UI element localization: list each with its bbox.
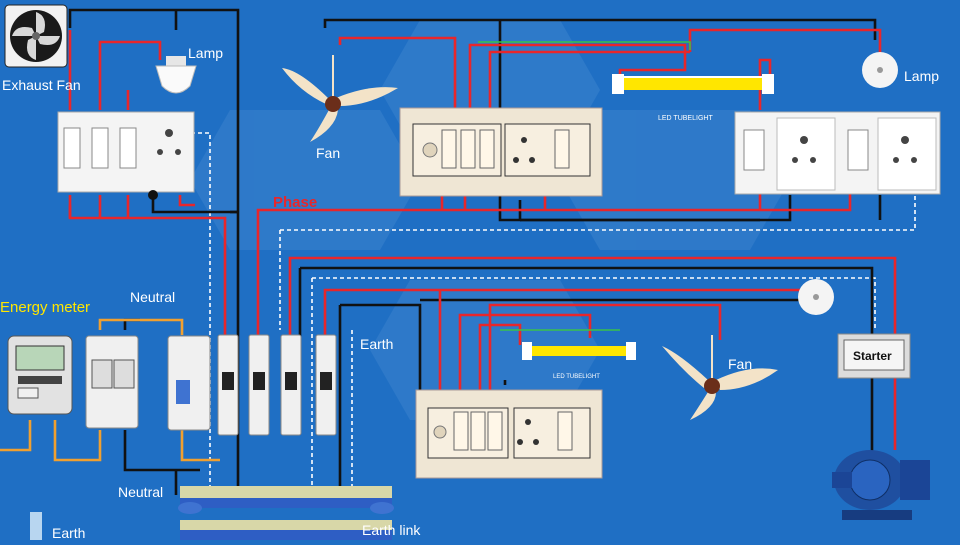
switchboard-right — [734, 111, 941, 195]
earth-wires — [170, 132, 916, 490]
socket-left — [157, 129, 181, 155]
water-pump-motor — [832, 450, 930, 520]
switchboard-center-top — [399, 107, 603, 197]
switch-2 — [91, 127, 109, 169]
rccb — [167, 335, 211, 431]
earth-bus-bar — [180, 520, 392, 540]
mcb-3 — [280, 334, 302, 436]
switch-3 — [119, 127, 137, 169]
ceiling-fan-top — [282, 55, 398, 142]
lamp-right-label: Lamp — [904, 68, 939, 84]
neutral-bottom-label: Neutral — [118, 484, 163, 500]
earth-bottom-label: Earth — [52, 525, 85, 540]
earth-mid-label: Earth — [360, 336, 393, 352]
main-mcb — [85, 335, 139, 429]
starter-label: Starter — [853, 349, 892, 363]
switchboard-center-bottom — [415, 389, 603, 479]
led-tubelight-top-label: LED TUBELIGHT — [658, 115, 713, 122]
fan-mid-label: Fan — [728, 356, 752, 372]
switch-1 — [63, 127, 81, 169]
meter-wires — [0, 318, 220, 462]
switchboard-left — [57, 111, 195, 200]
led-tubelight-mid-label: LED TUBELIGHT — [553, 374, 600, 380]
energy-meter — [7, 335, 73, 415]
lamp-bulb-middle — [798, 279, 834, 315]
mcb-2 — [248, 334, 270, 436]
earth-rod — [30, 512, 42, 540]
lamp-left-label: Lamp — [188, 45, 223, 61]
energy-meter-label: Energy meter — [0, 299, 90, 316]
exhaust-fan — [4, 4, 68, 68]
led-tubelight-top — [612, 74, 774, 94]
phase-wires — [68, 28, 897, 450]
led-strip-wires — [478, 41, 691, 331]
neutral-bus-bar — [178, 486, 394, 514]
mcb-4 — [315, 334, 337, 436]
lamp-bulb-right — [862, 52, 898, 88]
lamp-bulb-left — [155, 56, 197, 94]
ceiling-fan-middle — [662, 335, 778, 420]
starter-box — [837, 333, 911, 379]
earth-link-label: Earth link — [362, 522, 421, 538]
fan-top-label: Fan — [316, 145, 340, 161]
neutral-top-label: Neutral — [130, 289, 175, 305]
mcb-1 — [217, 334, 239, 436]
phase-label: Phase — [273, 194, 317, 211]
exhaust-fan-label: Exhaust Fan — [2, 77, 81, 93]
led-tubelight-middle — [522, 342, 636, 360]
